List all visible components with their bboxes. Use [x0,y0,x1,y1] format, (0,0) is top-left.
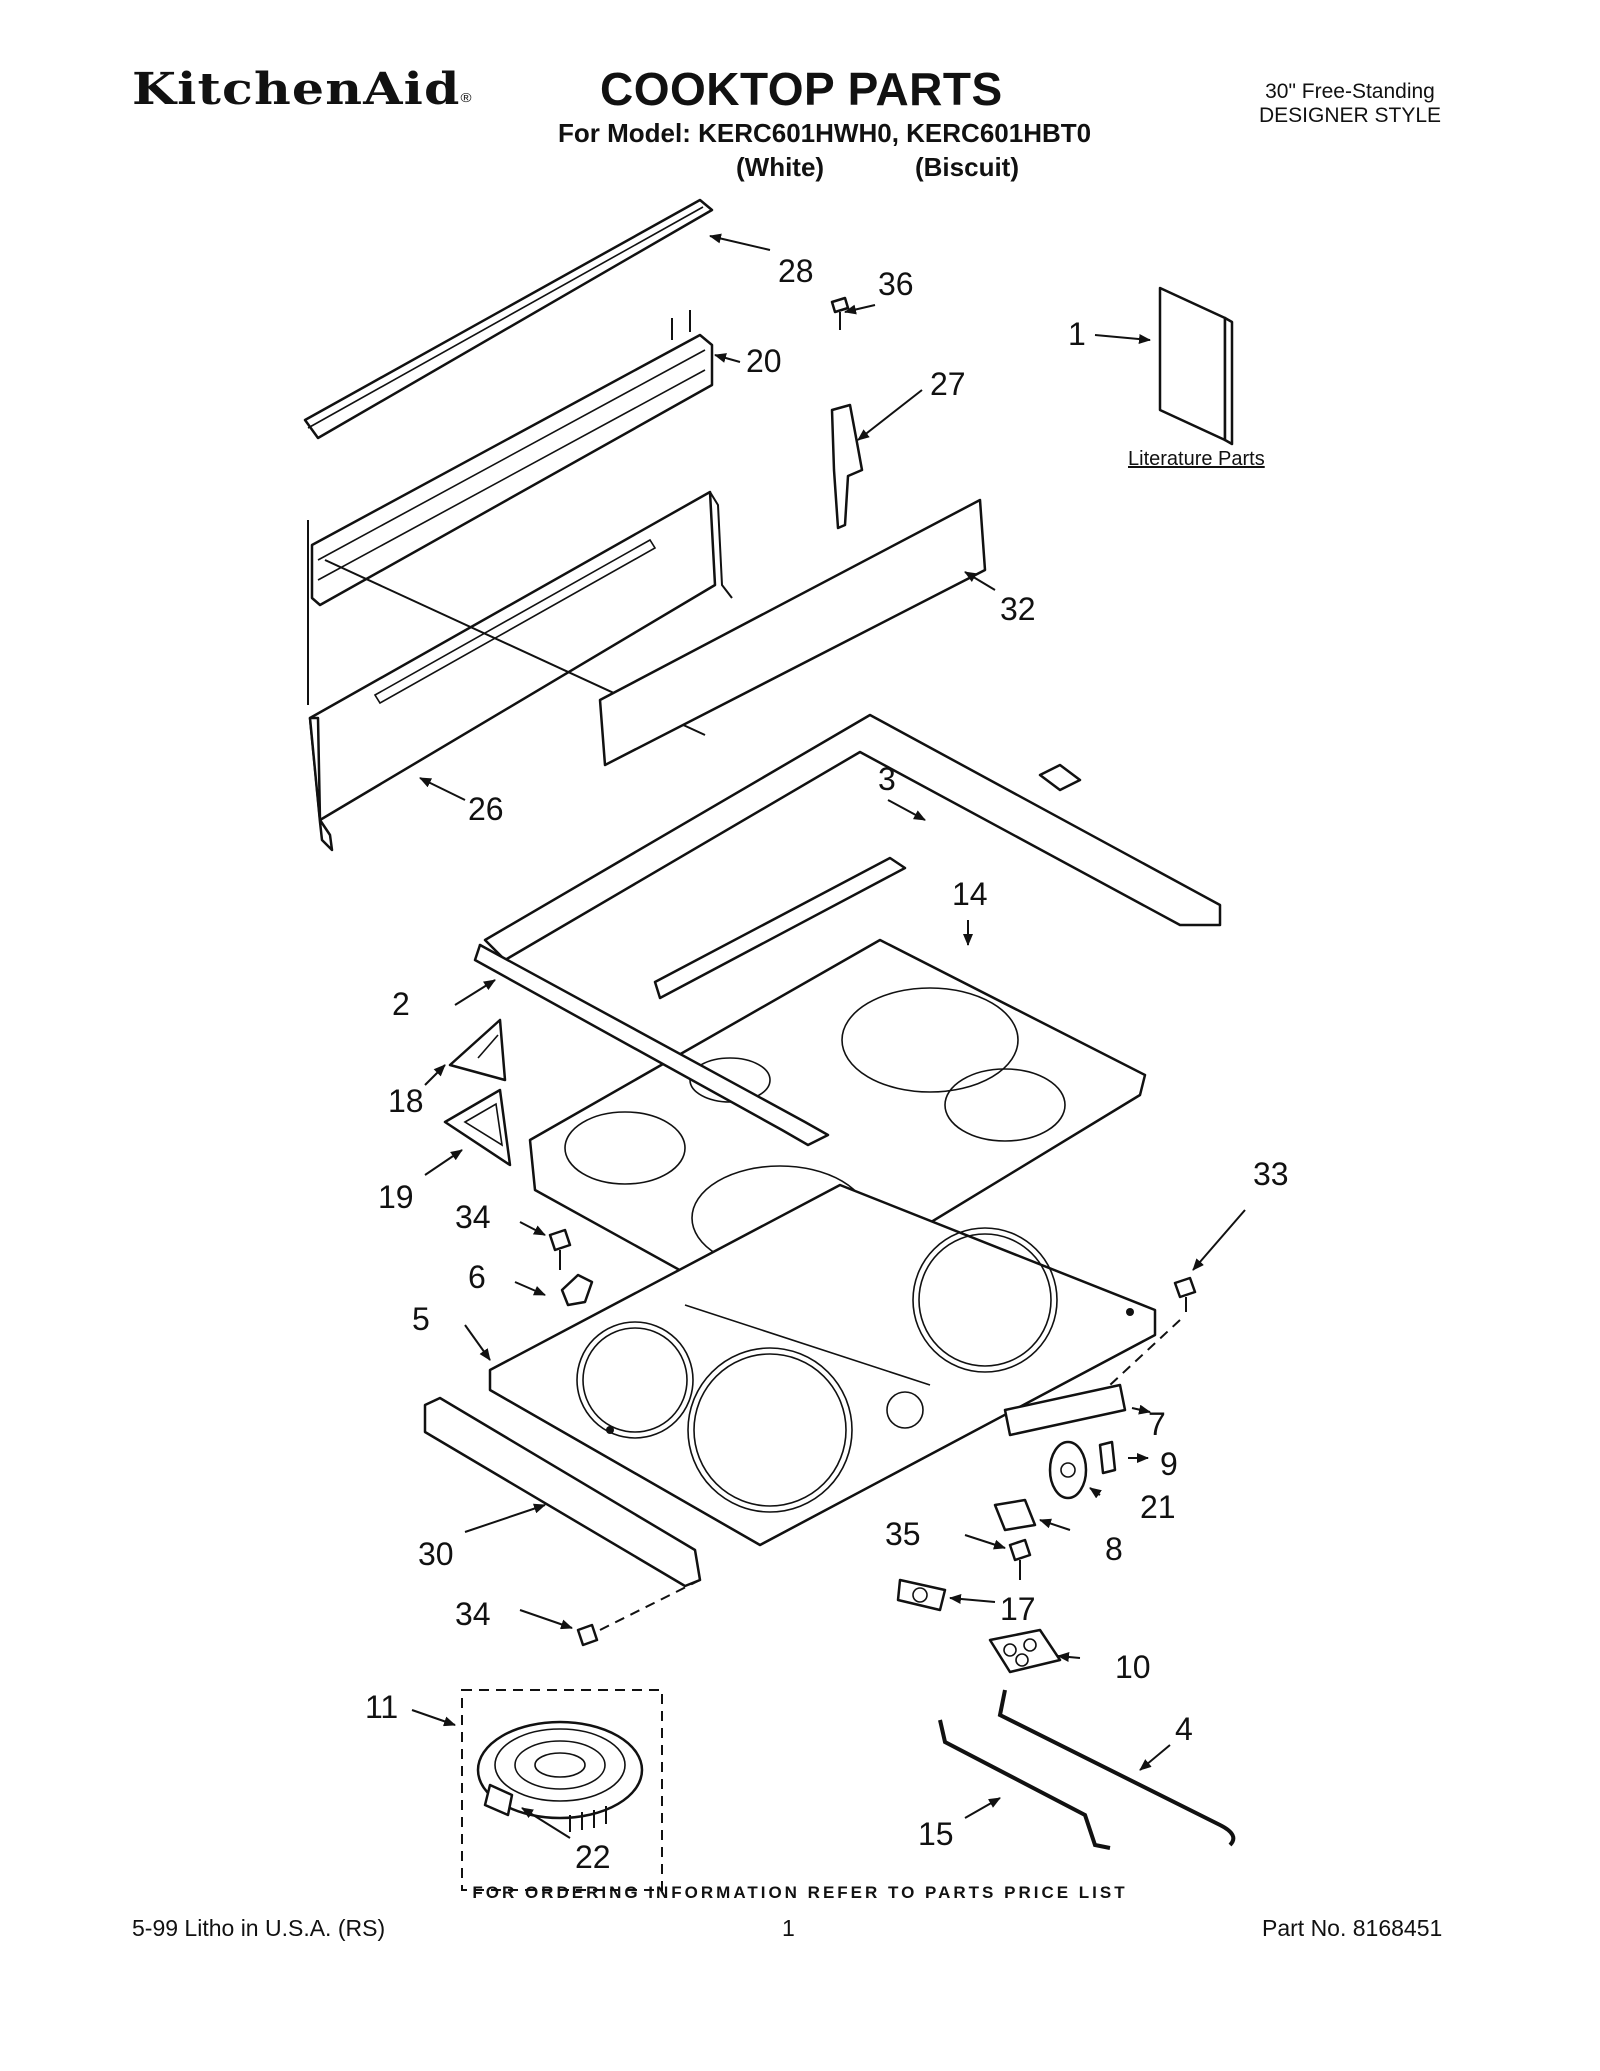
callout-32: 32 [1000,591,1036,627]
callout-10: 10 [1115,1649,1151,1685]
callout-5: 5 [412,1301,430,1337]
brand-name: KitchenAid [132,64,461,115]
part-18-triangle-cap [448,1018,507,1082]
style-line-1: 30" Free-Standing [1265,80,1435,103]
screw-34-guide [599,1579,701,1631]
page-number: 1 [782,1915,795,1941]
callout-19: 19 [378,1179,414,1215]
part-2-frame-front [473,856,907,1147]
callout-7: 7 [1148,1406,1166,1442]
literature-parts-label: Literature Parts [1128,448,1265,470]
part-6-clip [560,1273,594,1307]
litho-line: 5-99 Litho in U.S.A. (RS) [132,1915,386,1941]
part-17-terminal [896,1578,947,1612]
part-10-terminal-block [988,1628,1062,1674]
callout-34-lower: 34 [455,1596,491,1632]
callout-33: 33 [1253,1156,1289,1192]
part-20-channel [310,310,714,607]
callout-27: 27 [930,366,966,402]
brand-trademark: ® [460,90,473,105]
callout-arrows [411,233,1246,1839]
model-line: For Model: KERC601HWH0, KERC601HBT0 [558,118,1092,148]
part-1-literature [1158,286,1234,446]
callout-labels: 28 36 20 1 27 32 26 3 14 2 18 19 34 33 6… [365,253,1289,1875]
callout-21: 21 [1140,1489,1176,1525]
part-27-bracket [830,403,864,530]
part-3-frame [478,713,1222,977]
part-28-trim [303,198,714,440]
part-35-screw [1008,1538,1032,1580]
part-33-screw [1173,1276,1197,1312]
callout-3: 3 [878,761,896,797]
callout-20: 20 [746,343,782,379]
callout-11: 11 [365,1689,398,1725]
callout-36: 36 [878,266,914,302]
part-number: Part No. 8168451 [1262,1915,1443,1941]
page-title: COOKTOP PARTS [600,63,1003,115]
callout-14: 14 [952,876,988,912]
part-11-element-box [461,1689,663,1891]
part-7-bracket [1003,1383,1127,1437]
color-biscuit-label: (Biscuit) [915,152,1019,182]
callout-8: 8 [1105,1531,1123,1567]
part-32-trim-strip [598,498,987,767]
callout-2: 2 [392,986,410,1022]
part-15-wire [938,1719,1111,1850]
ordering-note: FOR ORDERING INFORMATION REFER TO PARTS … [472,1883,1128,1902]
color-white-label: (White) [736,152,825,182]
callout-22: 22 [575,1839,611,1875]
brand-logo: KitchenAid® [132,64,473,115]
callout-4: 4 [1175,1711,1193,1747]
callout-35: 35 [885,1516,921,1552]
part-8-clip [993,1498,1037,1532]
part-22-element [476,1720,644,1832]
callout-9: 9 [1160,1446,1178,1482]
part-9-knob-screw [1098,1440,1117,1475]
part-14-glass-top [528,938,1147,1322]
callout-30: 30 [418,1536,454,1572]
part-34-screw-lower [576,1623,599,1647]
part-4-wire [997,1689,1236,1847]
callout-17: 17 [1000,1591,1036,1627]
part-34-screw-upper [548,1228,572,1270]
part-21-switch [1048,1440,1088,1500]
callout-15: 15 [918,1816,954,1852]
callout-6: 6 [468,1259,486,1295]
style-line-2: DESIGNER STYLE [1258,104,1442,127]
callout-34-upper: 34 [455,1199,491,1235]
callout-26: 26 [468,791,504,827]
callout-18: 18 [388,1083,424,1119]
part-19-triangle-gasket [443,1088,512,1167]
part-36-screw [830,296,850,330]
callout-28: 28 [778,253,814,289]
callout-1: 1 [1068,316,1086,352]
